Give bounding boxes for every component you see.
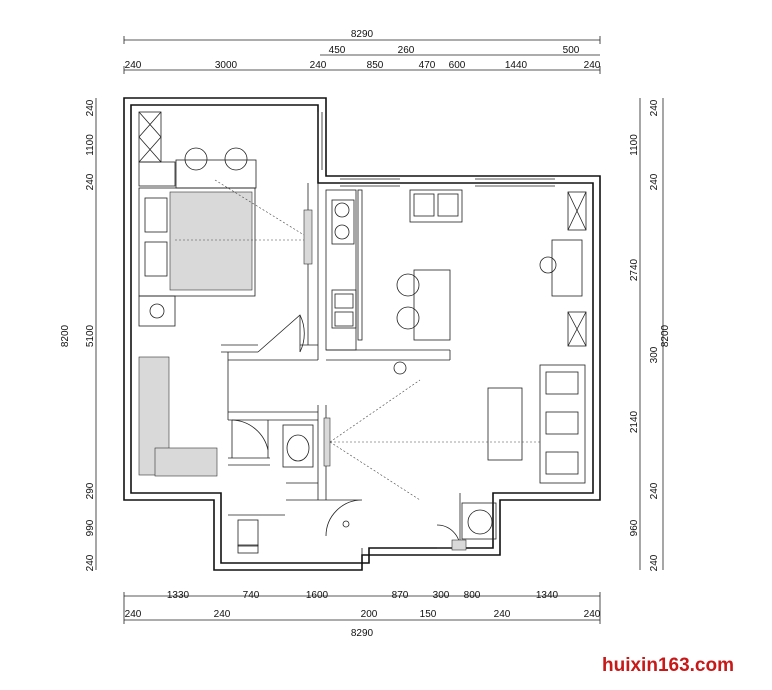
bathroom-fixtures — [237, 424, 350, 554]
dim-top-r1-1: 260 — [398, 45, 415, 56]
study-furniture — [539, 191, 587, 347]
watermark-text: huixin163.com — [602, 655, 734, 676]
dim-right-4: 300 — [649, 346, 660, 363]
dim-left-0: 240 — [85, 99, 96, 116]
dim-bot-r2-5: 240 — [584, 609, 601, 620]
dim-top-r2-1: 3000 — [215, 60, 238, 71]
balcony-fixtures — [451, 502, 497, 551]
dim-right-8: 240 — [649, 554, 660, 571]
dim-bot-r1-4: 300 — [433, 590, 450, 601]
dim-bot-r2-4: 240 — [494, 609, 511, 620]
dim-top-r2-0: 240 — [125, 60, 142, 71]
dim-right-1: 1100 — [629, 134, 640, 156]
dim-right-6: 240 — [649, 482, 660, 499]
dim-bot-r2-3: 150 — [420, 609, 437, 620]
dim-top-r2-6: 1440 — [505, 60, 528, 71]
dim-right-2: 240 — [649, 173, 660, 190]
dim-top-total: 8290 — [351, 29, 374, 40]
dim-bot-r2-1: 240 — [214, 609, 231, 620]
dim-bot-r1-5: 800 — [464, 590, 481, 601]
doors — [231, 314, 461, 549]
dim-right-5: 2140 — [629, 410, 640, 433]
dim-left-4: 290 — [85, 482, 96, 499]
dim-top-r2-2: 240 — [310, 60, 327, 71]
dim-right-total: 8200 — [660, 324, 671, 347]
dim-top-r1-0: 450 — [329, 45, 346, 56]
dim-left-6: 240 — [85, 554, 96, 571]
dim-left-1: 1100 — [85, 134, 96, 156]
dimension-lines — [95, 36, 664, 624]
dim-right-7: 960 — [629, 519, 640, 536]
dim-top-r2-4: 470 — [419, 60, 436, 71]
dim-left-2: 240 — [85, 173, 96, 190]
dim-top-r2-3: 850 — [367, 60, 384, 71]
dim-left-5: 990 — [85, 519, 96, 536]
dim-top-r2-7: 240 — [584, 60, 601, 71]
dim-bot-r1-2: 1600 — [306, 590, 329, 601]
dim-top-r2-5: 600 — [449, 60, 466, 71]
dim-top-r1-2: 500 — [563, 45, 580, 56]
dim-left-total: 8200 — [60, 324, 71, 347]
dim-bot-r2-0: 240 — [125, 609, 142, 620]
dim-left-3: 5100 — [85, 324, 96, 347]
dim-bot-total: 8290 — [351, 628, 374, 639]
windows — [317, 112, 555, 187]
bedroom-furniture — [138, 111, 313, 477]
living-furniture — [175, 179, 586, 501]
dim-right-0: 240 — [649, 99, 660, 116]
kitchen-furniture — [325, 189, 463, 375]
dim-bot-r1-0: 1330 — [167, 590, 190, 601]
dim-bot-r1-3: 870 — [392, 590, 409, 601]
dim-bot-r2-2: 200 — [361, 609, 378, 620]
dim-bot-r1-1: 740 — [243, 590, 260, 601]
dim-bot-r1-6: 1340 — [536, 590, 559, 601]
dim-right-3: 2740 — [629, 258, 640, 281]
